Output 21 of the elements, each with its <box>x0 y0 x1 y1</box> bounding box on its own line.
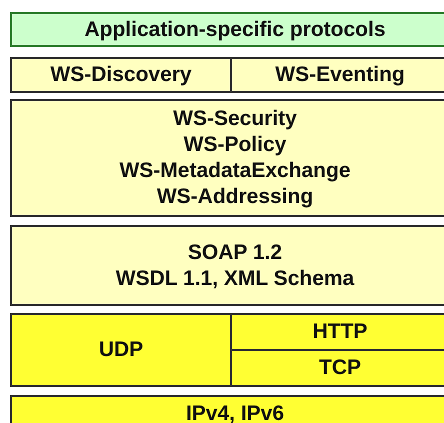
protocol-name: Application-specific protocols <box>84 16 386 42</box>
protocol-name: TCP <box>319 355 361 381</box>
protocol-name: SOAP 1.2 <box>188 240 282 266</box>
protocol-layer <box>10 12 444 47</box>
protocol-layer <box>10 225 444 306</box>
protocol-name: WS-Eventing <box>275 62 405 88</box>
protocol-layer <box>10 57 232 93</box>
protocol-name: WS-Discovery <box>50 62 192 88</box>
protocol-name: WS-Addressing <box>156 184 314 210</box>
protocol-layer <box>230 57 444 93</box>
protocol-layer <box>230 313 444 351</box>
protocol-name: UDP <box>98 337 144 363</box>
protocol-name: WS-MetadataExchange <box>119 158 351 184</box>
protocol-name: IPv4, IPv6 <box>186 401 284 423</box>
protocol-layer <box>10 313 232 387</box>
protocol-layer <box>230 349 444 387</box>
protocol-name: HTTP <box>312 319 368 345</box>
protocol-name: WS-Policy <box>184 132 286 158</box>
protocol-name: WS-Security <box>173 106 297 132</box>
protocol-name: WSDL 1.1, XML Schema <box>116 266 354 292</box>
protocol-layer <box>10 99 444 217</box>
